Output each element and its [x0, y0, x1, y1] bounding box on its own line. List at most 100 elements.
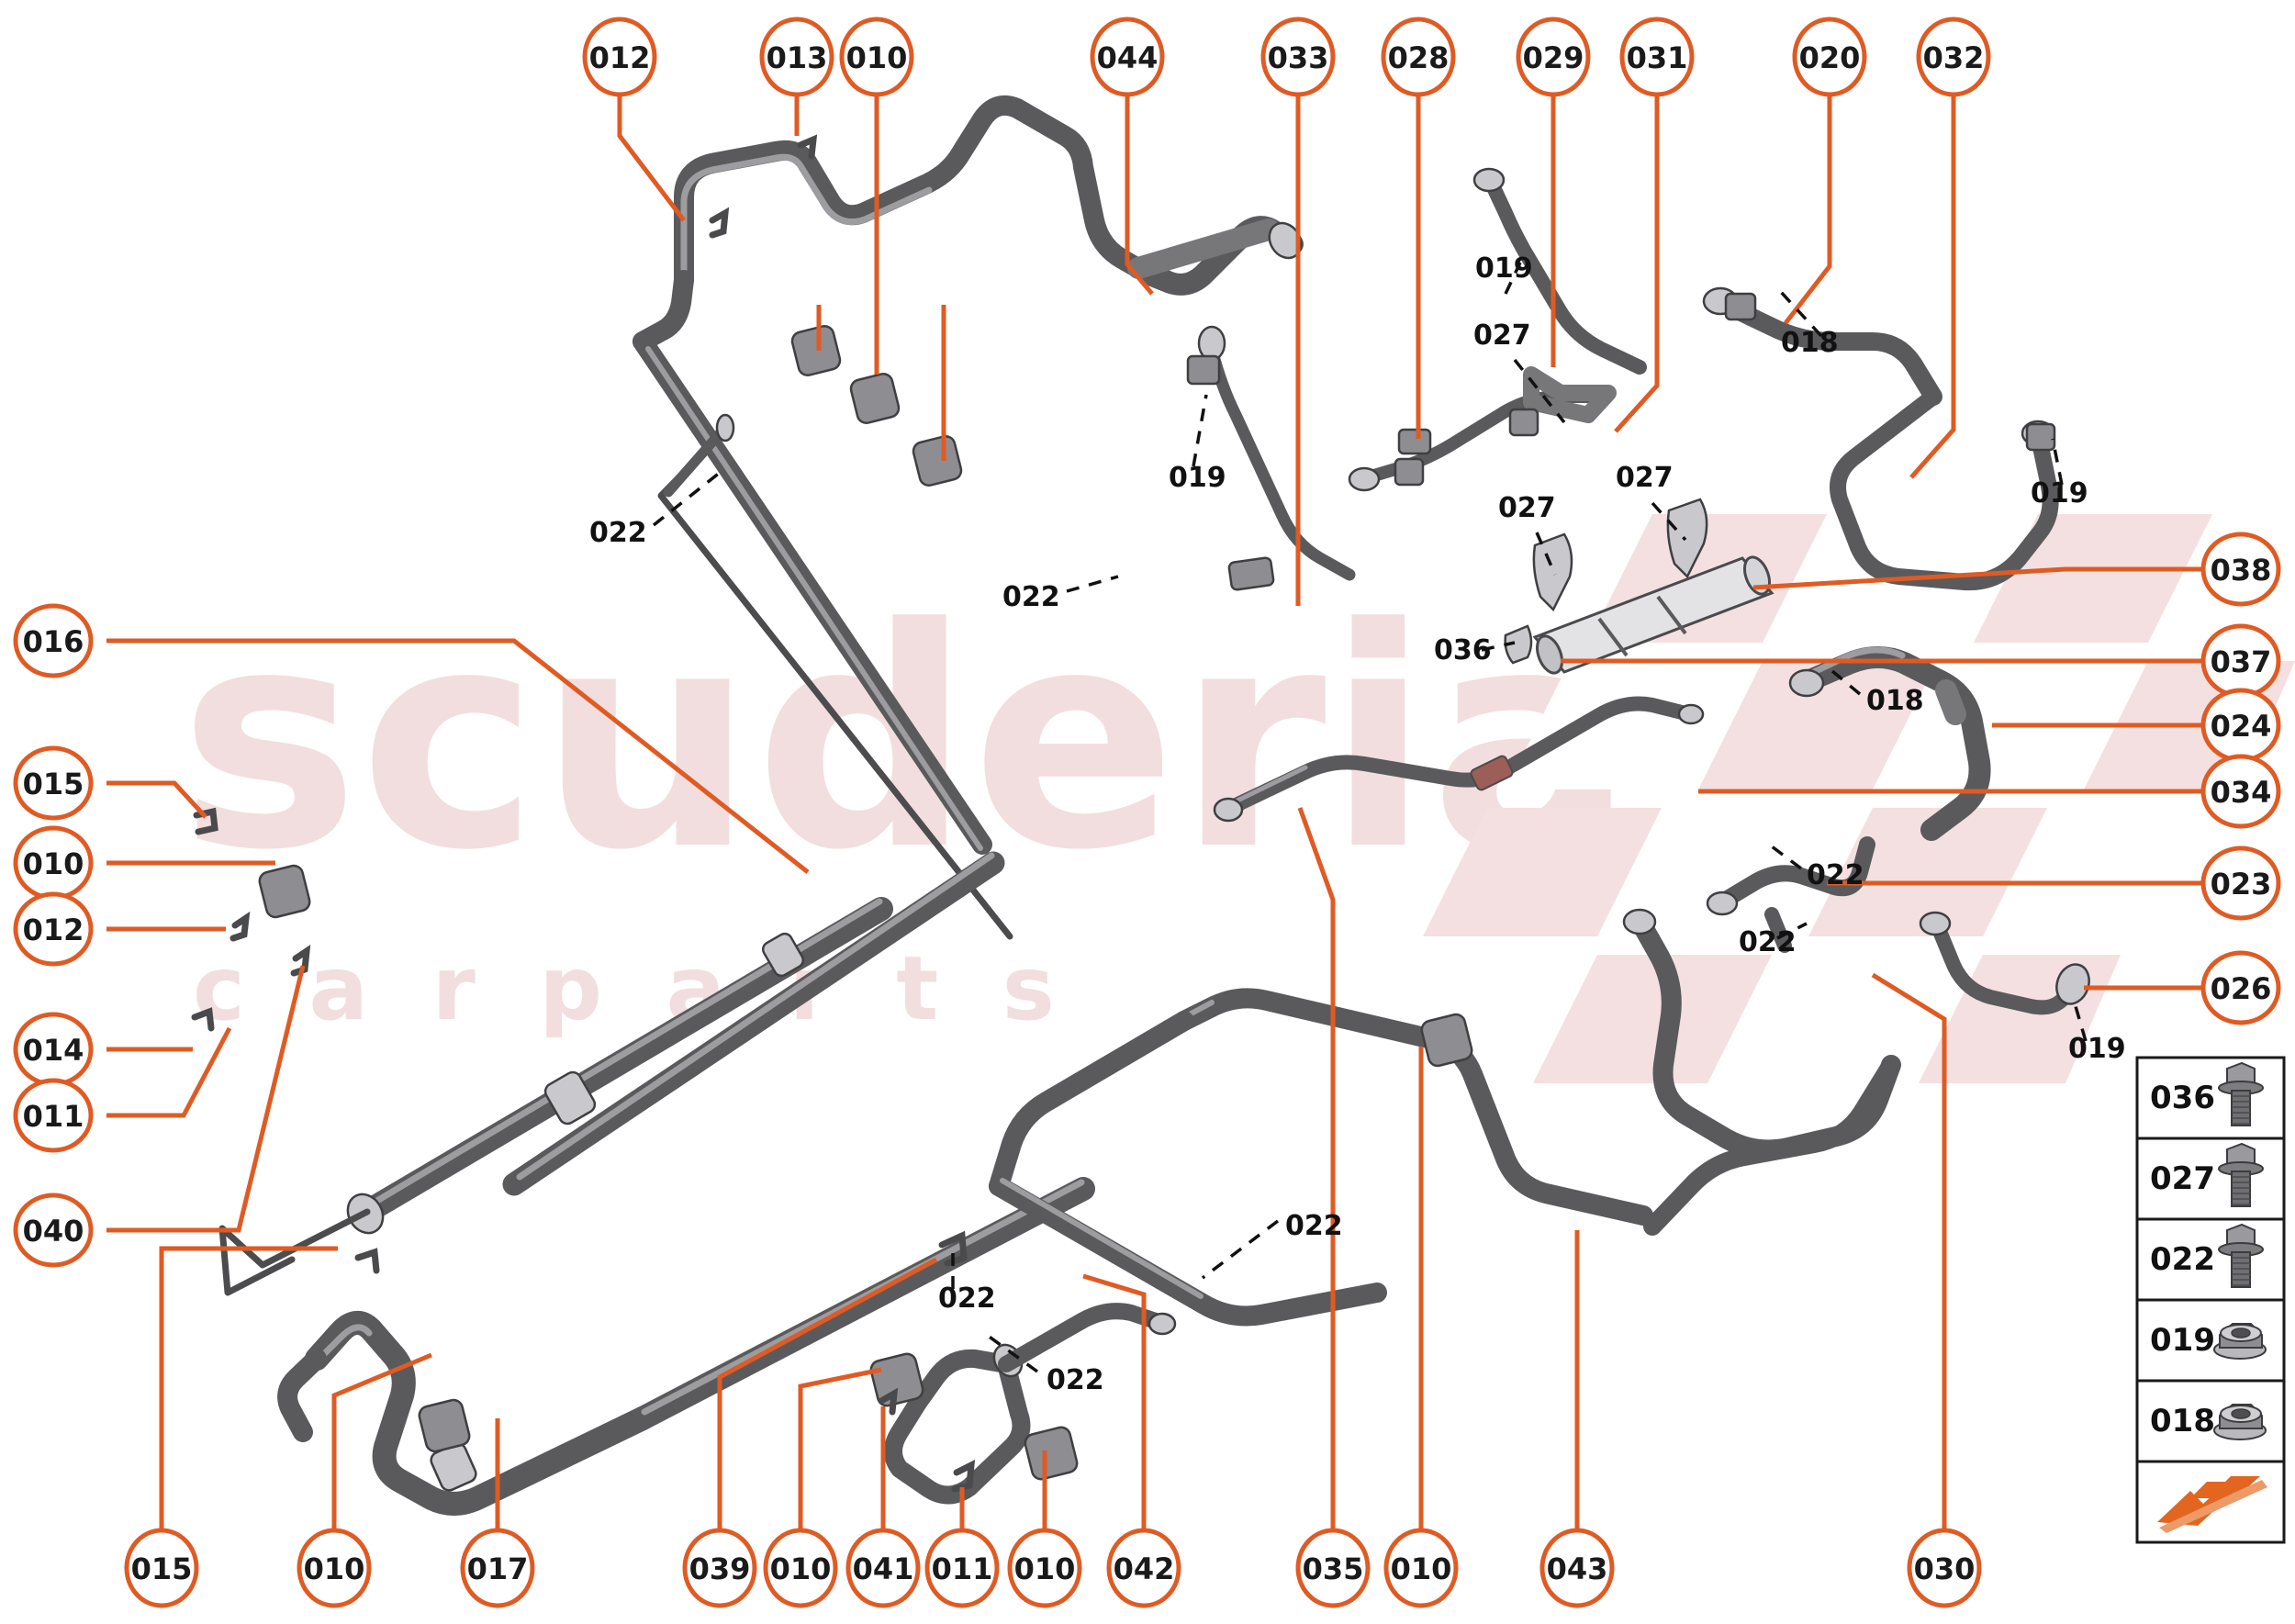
callout-010-bottom[interactable]: 010	[1007, 1528, 1082, 1608]
inline-part-label-022: 022	[1807, 859, 1864, 891]
callout-010-bottom[interactable]: 010	[1383, 1528, 1459, 1608]
callout-bubble[interactable]	[13, 603, 94, 678]
callout-bubble[interactable]	[2200, 950, 2281, 1025]
callout-033-top[interactable]: 033	[1260, 17, 1336, 97]
callout-015-bottom[interactable]: 015	[124, 1528, 199, 1608]
callout-012-left[interactable]: 012	[13, 891, 94, 967]
callout-bubble[interactable]	[845, 1528, 921, 1608]
inline-part-label-036: 036	[1434, 634, 1492, 666]
callout-bubble[interactable]	[2200, 846, 2281, 921]
callout-024-right[interactable]: 024	[2200, 688, 2281, 763]
callout-number: 024	[2211, 709, 2272, 744]
callout-020-top[interactable]: 020	[1792, 17, 1867, 97]
callout-bubble[interactable]	[1260, 17, 1336, 97]
callout-010-bottom[interactable]: 010	[297, 1528, 372, 1608]
inline-part-label-022: 022	[1739, 926, 1797, 958]
callout-bubble[interactable]	[924, 1528, 1000, 1608]
callout-016-left[interactable]: 016	[13, 603, 94, 678]
callout-bubble[interactable]	[1383, 1528, 1459, 1608]
legend-row-022: 022	[2135, 1217, 2286, 1302]
inline-part-label-022: 022	[1002, 581, 1060, 613]
callout-011-bottom[interactable]: 011	[924, 1528, 1000, 1608]
callout-026-right[interactable]: 026	[2200, 950, 2281, 1025]
callout-bubble[interactable]	[1916, 17, 1991, 97]
callout-bubble[interactable]	[13, 891, 94, 967]
callout-bubble[interactable]	[682, 1528, 757, 1608]
callout-bubble[interactable]	[1792, 17, 1867, 97]
callout-number: 043	[1547, 1551, 1608, 1586]
callout-034-right[interactable]: 034	[2200, 754, 2281, 829]
callout-028-top[interactable]: 028	[1381, 17, 1456, 97]
callout-031-top[interactable]: 031	[1619, 17, 1695, 97]
callout-bubble[interactable]	[759, 17, 834, 97]
callout-043-bottom[interactable]: 043	[1539, 1528, 1615, 1608]
flange-bolt-icon	[2218, 1061, 2264, 1126]
callout-014-left[interactable]: 014	[13, 1012, 94, 1087]
legend-part-number: 019	[2150, 1322, 2215, 1359]
callout-035-bottom[interactable]: 035	[1295, 1528, 1371, 1608]
callout-number: 010	[304, 1551, 365, 1586]
callout-040-left[interactable]: 040	[13, 1193, 94, 1268]
callout-010-left[interactable]: 010	[13, 825, 94, 901]
callout-bubble[interactable]	[2200, 532, 2281, 607]
inline-part-label-019: 019	[1169, 462, 1226, 494]
callout-bubble[interactable]	[582, 17, 657, 97]
callout-037-right[interactable]: 037	[2200, 623, 2281, 699]
callout-number: 029	[1523, 40, 1584, 75]
callout-number: 015	[23, 767, 84, 801]
callout-010-bottom[interactable]: 010	[763, 1528, 838, 1608]
callout-bubble[interactable]	[1295, 1528, 1371, 1608]
callout-013-top[interactable]: 013	[759, 17, 834, 97]
callout-015-left[interactable]: 015	[13, 745, 94, 821]
callout-029-top[interactable]: 029	[1516, 17, 1591, 97]
callout-038-right[interactable]: 038	[2200, 532, 2281, 607]
inline-part-label-022: 022	[1047, 1364, 1104, 1396]
callout-number: 010	[23, 846, 84, 881]
callout-number: 011	[932, 1551, 993, 1586]
callout-number: 020	[1799, 40, 1861, 75]
callout-number: 015	[131, 1551, 193, 1586]
callout-017-bottom[interactable]: 017	[460, 1528, 535, 1608]
callout-bubble[interactable]	[839, 17, 914, 97]
clamp-027-right	[1666, 498, 1708, 579]
callout-012-top[interactable]: 012	[582, 17, 657, 97]
callout-bubble[interactable]	[763, 1528, 838, 1608]
hose-assembly-group	[191, 95, 2090, 1516]
callout-number: 017	[467, 1551, 529, 1586]
callout-bubble[interactable]	[1907, 1528, 1982, 1608]
callout-bubble[interactable]	[13, 1193, 94, 1268]
callout-bubble[interactable]	[1619, 17, 1695, 97]
callout-010-top[interactable]: 010	[839, 17, 914, 97]
callout-bubble[interactable]	[1516, 17, 1591, 97]
callout-number: 042	[1114, 1551, 1175, 1586]
callout-030-bottom[interactable]: 030	[1907, 1528, 1982, 1608]
legend-part-number: 018	[2150, 1403, 2215, 1439]
callout-number: 035	[1303, 1551, 1364, 1586]
callout-bubble[interactable]	[13, 745, 94, 821]
callout-number: 044	[1097, 40, 1159, 75]
callout-bubble[interactable]	[124, 1528, 199, 1608]
callout-number: 010	[770, 1551, 832, 1586]
callout-042-bottom[interactable]: 042	[1106, 1528, 1181, 1608]
inline-part-label-019: 019	[2031, 477, 2088, 510]
callout-bubble[interactable]	[1539, 1528, 1615, 1608]
callout-number: 039	[689, 1551, 751, 1586]
callout-bubble[interactable]	[460, 1528, 535, 1608]
callout-011-left[interactable]: 011	[13, 1078, 94, 1153]
callout-bubble[interactable]	[1106, 1528, 1181, 1608]
callout-041-bottom[interactable]: 041	[845, 1528, 921, 1608]
callout-023-right[interactable]: 023	[2200, 846, 2281, 921]
flange-nut-icon	[2213, 1404, 2267, 1440]
flange-bolt-icon	[2218, 1142, 2264, 1207]
inline-part-label-022: 022	[1285, 1210, 1343, 1242]
callout-bubble[interactable]	[2200, 754, 2281, 829]
callout-bubble[interactable]	[1381, 17, 1456, 97]
callout-039-bottom[interactable]: 039	[682, 1528, 757, 1608]
callout-bubble[interactable]	[1090, 17, 1165, 97]
callout-032-top[interactable]: 032	[1916, 17, 1991, 97]
callout-bubble[interactable]	[1007, 1528, 1082, 1608]
callout-bubble[interactable]	[13, 1078, 94, 1153]
callout-number: 014	[23, 1033, 84, 1068]
callout-044-top[interactable]: 044	[1090, 17, 1165, 97]
callout-bubble[interactable]	[297, 1528, 372, 1608]
